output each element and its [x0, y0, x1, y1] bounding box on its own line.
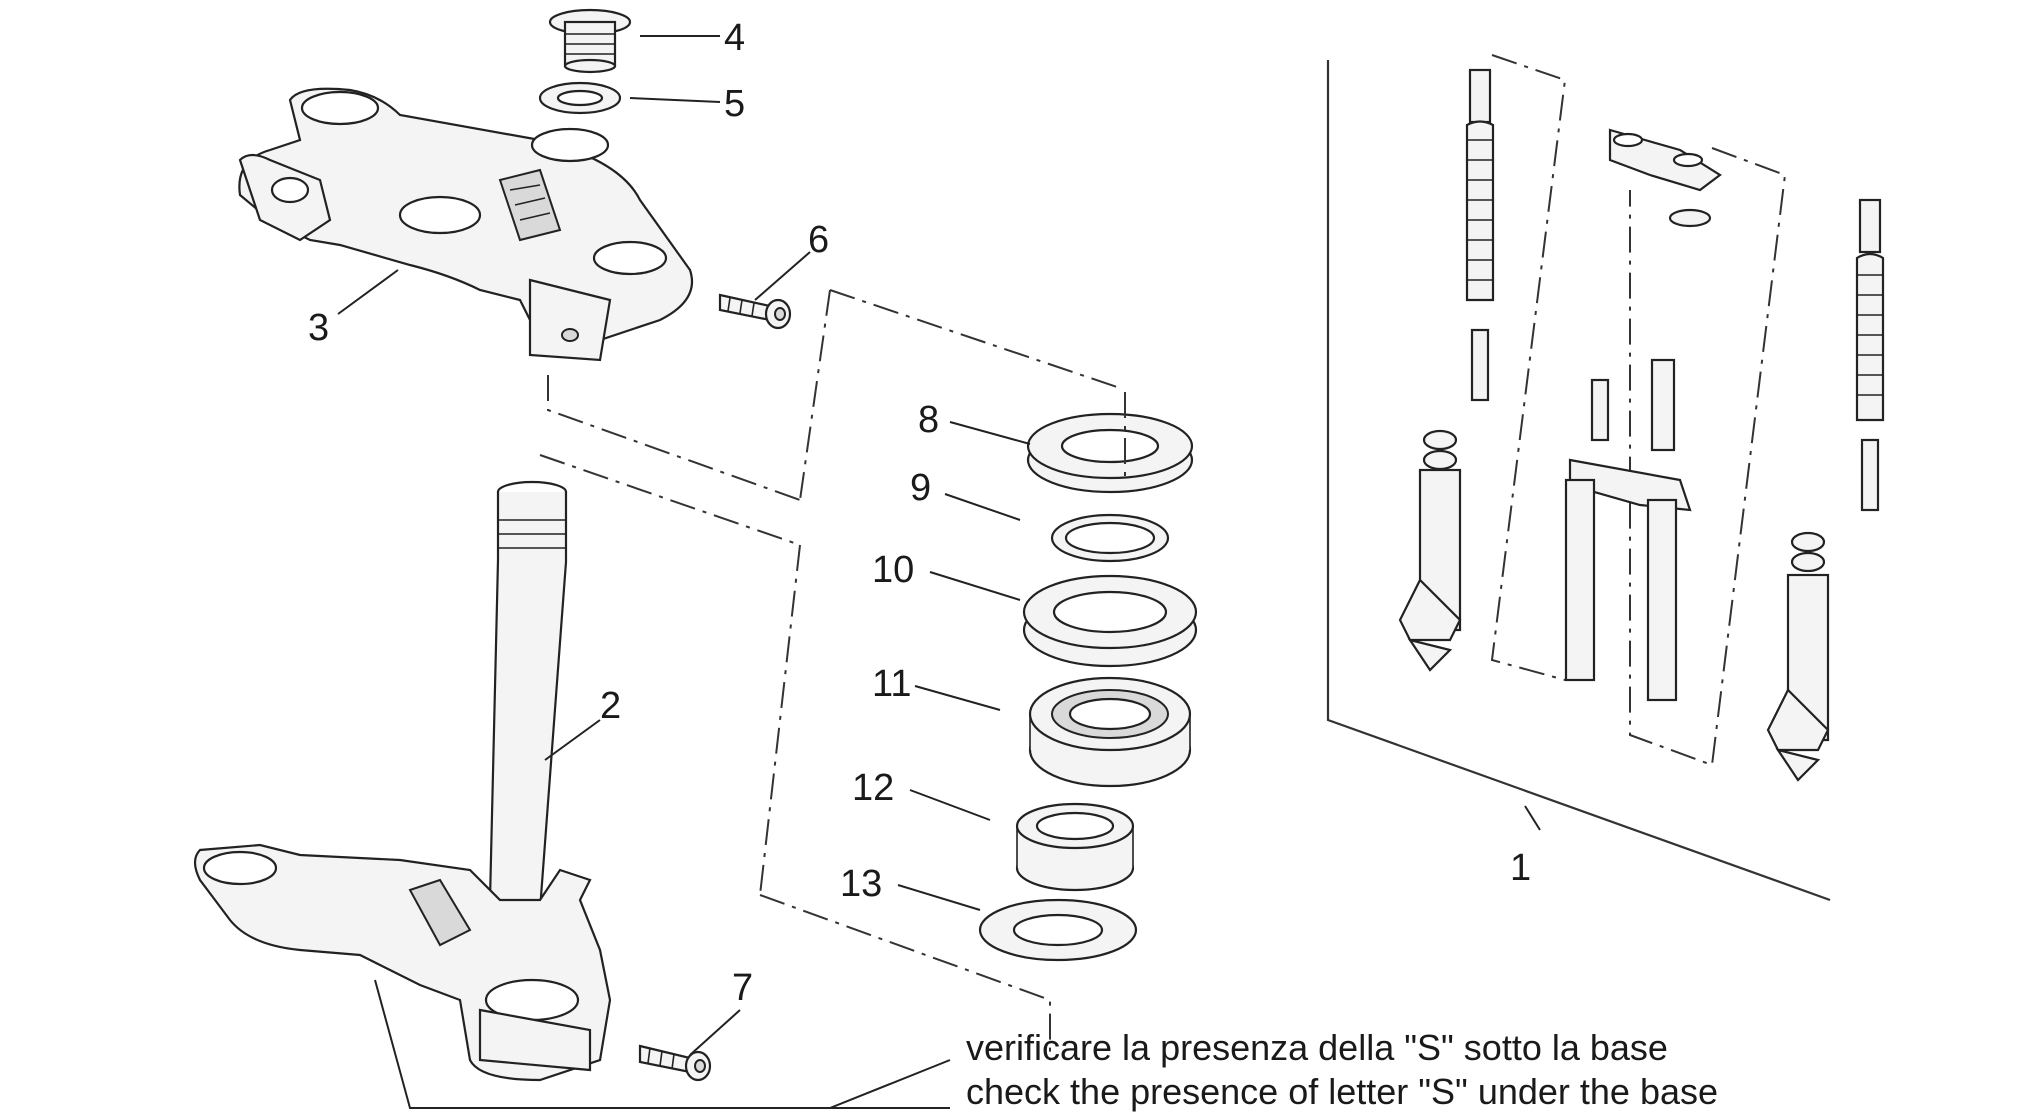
callout-10: 10	[872, 549, 914, 591]
part-9-washer	[1050, 513, 1170, 563]
part-8-ring-nut	[1026, 412, 1194, 494]
notes: verificare la presenza della "S" sotto l…	[966, 1027, 1718, 1112]
part-13-washer	[978, 898, 1138, 962]
part-7-bolt	[638, 1044, 712, 1082]
callout-13: 13	[840, 863, 882, 905]
part-3-upper-triple-clamp	[238, 87, 694, 362]
assembly-guide-lines	[539, 289, 1126, 1060]
callout-2: 2	[600, 685, 621, 727]
callout-12: 12	[852, 767, 894, 809]
callout-4: 4	[724, 17, 745, 59]
callout-8: 8	[918, 399, 939, 441]
part-10-dust-seal	[1022, 574, 1198, 668]
part-6-bolt	[718, 293, 792, 330]
callout-11: 11	[872, 663, 911, 705]
part-4-cap	[548, 8, 632, 74]
part-12-bearing	[1015, 802, 1135, 892]
note-italian: verificare la presenza della "S" sotto l…	[966, 1027, 1668, 1068]
leader-lines	[337, 35, 1541, 1109]
part-5-washer	[538, 81, 622, 115]
callout-5: 5	[724, 83, 745, 125]
part-11-bearing	[1028, 676, 1192, 788]
part-2-steering-stem	[193, 480, 612, 1082]
callout-1: 1	[1510, 847, 1531, 889]
callout-numbers: 1 2 3 4 5 6 7 8 9 10 11 12 13	[308, 17, 1531, 1009]
part-1-fork-assembly	[1326, 54, 1885, 902]
callout-6: 6	[808, 219, 829, 261]
callout-9: 9	[910, 467, 931, 509]
note-english: check the presence of letter "S" under t…	[966, 1071, 1718, 1112]
callout-3: 3	[308, 307, 329, 349]
callout-7: 7	[732, 967, 753, 1009]
